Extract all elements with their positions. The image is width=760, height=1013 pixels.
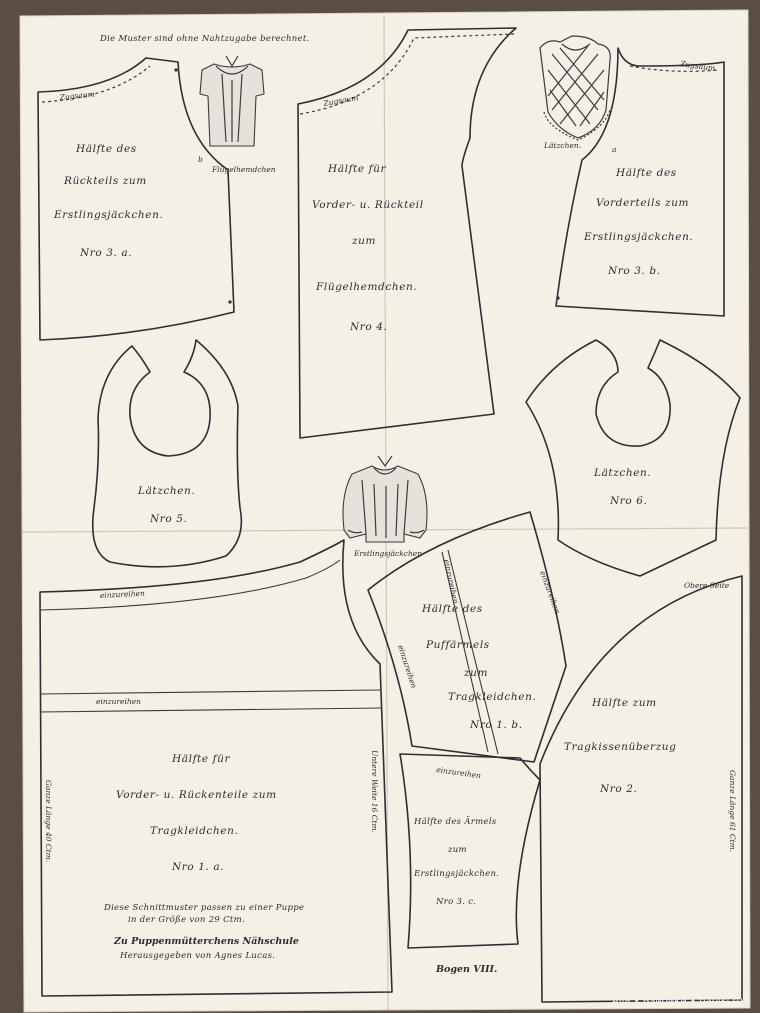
piece-1a-length-label: Ganze Länge 40 Ctm. [44,780,53,862]
footer-editor: Herausgegeben von Agnes Lucas. [119,951,275,961]
footer-note-line1: Diese Schnittmuster passen zu einer Pupp… [103,903,304,913]
piece-1b-number: Nro 1. b. [469,719,523,731]
piece-2-length-label: Ganze Länge 61 Ctm. [728,770,737,852]
watermark-credit: Alla • Бэйбики • babiki.ru [612,996,743,1007]
piece-1a-line1: Hälfte für [171,753,230,765]
piece-1a-line3: Tragkleidchen. [150,825,238,837]
piece-4-line4: Flügelhemdchen. [315,281,417,293]
piece-1a-line2: Vorder- u. Rückenteile zum [116,789,277,801]
piece-6-title: Lätzchen. [593,467,651,479]
piece-3a-line1: Hälfte des [75,143,137,155]
piece-1a-number: Nro 1. a. [171,861,224,873]
zugsaum-label: Zugsaum [58,89,95,102]
piece-6-laetzchen: Lätzchen. Nro 6. [525,339,741,577]
einzureihen-label: einzureihen [96,697,141,706]
piece-5-laetzchen: Lätzchen. Nro 5. [91,339,243,568]
piece-4-fluegelhemdchen: Zugsaum Hälfte für Vorder- u. Rückteil z… [297,27,517,439]
piece-3b-front-jacket: Zugsaum Hälfte des Vorderteils zum Erstl… [555,47,725,317]
piece-6-number: Nro 6. [609,495,647,507]
piece-5-number: Nro 5. [149,513,187,525]
piece-3c-number: Nro 3. c. [435,897,476,907]
piece-2-number: Nro 2. [599,783,637,795]
piece-3b-line1: Hälfte des [615,167,677,179]
svg-text:a: a [612,145,616,154]
laetzchen-illustration: Lätzchen. [539,35,611,150]
erstlingsjaeckchen-illustration: Erstlingsjäckchen [342,455,428,558]
piece-3a-line2: Rückteils zum [63,175,147,187]
footer-series: Zu Puppenmütterchens Nähschule [113,936,299,947]
piece-3b-number: Nro 3. b. [607,265,661,277]
einzureihen-label: einzureihen [100,589,146,600]
piece-4-number: Nro 4. [349,321,387,333]
piece-4-line2: Vorder- u. Rückteil [312,199,424,211]
fluegelhemdchen-illustration: Flügelhemdchen [199,55,276,174]
fluegelhemdchen-caption: Flügelhemdchen [211,165,276,174]
piece-1a-tragkleidchen: einzureihen einzureihen Hälfte für Vorde… [39,539,393,997]
piece-3b-line3: Erstlingsjäckchen. [583,231,693,243]
piece-1b-line1: Hälfte des [421,603,483,615]
piece-3c-line1: Hälfte des Ärmels [413,815,497,827]
piece-4-line3: zum [351,235,376,247]
piece-3a-number: Nro 3. a. [79,247,132,259]
piece-3a-back-jacket: Zugsaum Hälfte des Rückteils zum Erstlin… [37,57,235,341]
piece-3c-line2: zum [447,845,467,855]
erstlingsjaeckchen-caption: Erstlingsjäckchen [353,549,422,558]
sheet-number: Bogen VIII. [435,964,497,975]
piece-1a-width-label: Untere Weite 16 Ctm. [370,750,379,833]
piece-1b-line4: Tragkleidchen. [448,691,536,703]
footer-note-line2: in der Größe von 29 Ctm. [128,915,245,925]
piece-3c-line3: Erstlingsjäckchen. [413,869,499,879]
piece-1b-line3: zum [463,667,488,679]
piece-4-line1: Hälfte für [327,163,386,175]
piece-2-top-side: Obere Seite [684,581,730,590]
header-note: Die Muster sind ohne Nahtzugabe berechne… [99,34,310,44]
piece-3b-line2: Vorderteils zum [596,197,689,209]
piece-1b-line2: Puffärmels [425,639,490,651]
piece-2-line2: Tragkissenüberzug [564,741,676,753]
laetzchen-caption: Lätzchen. [543,141,581,150]
piece-5-title: Lätzchen. [137,485,195,497]
svg-text:b: b [198,155,203,164]
piece-2-tragkissen: Obere Seite Hälfte zum Tragkissenüberzug… [539,575,743,1003]
piece-3a-line3: Erstlingsjäckchen. [53,209,163,221]
piece-2-line1: Hälfte zum [591,697,657,709]
